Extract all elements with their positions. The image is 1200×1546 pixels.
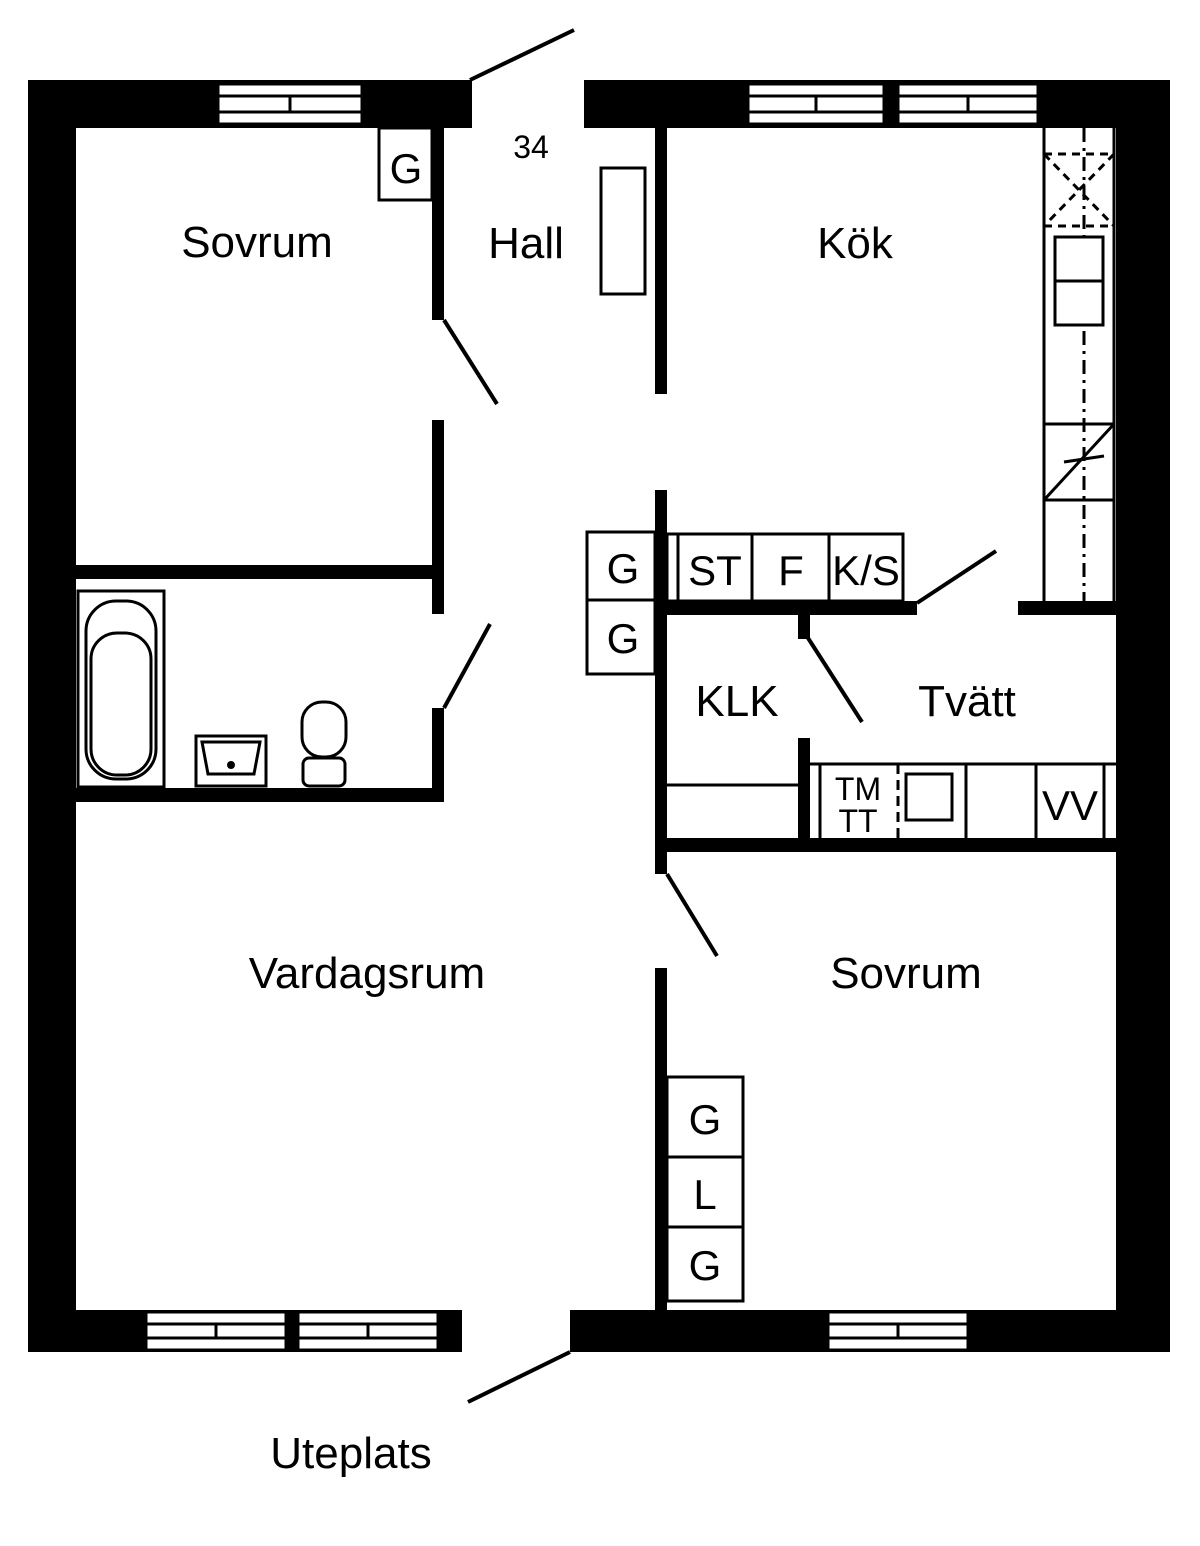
kitchen-counter [1042, 128, 1116, 601]
laundry-door [915, 549, 998, 605]
entrance-door [469, 28, 575, 82]
window-top-right-2 [896, 82, 1040, 126]
windows [144, 82, 1040, 1352]
hall-closets [585, 530, 657, 676]
room-label-patio: Uteplats [270, 1429, 431, 1478]
toilet [300, 700, 348, 759]
window-top-left [216, 82, 364, 126]
fixture-label-wardrobe-bedroom-1: G [689, 1096, 722, 1143]
patio-door [467, 1350, 571, 1404]
fixture-label-linen-closet: L [693, 1171, 716, 1218]
laundry-counter [810, 762, 1116, 838]
fixture-label-vv: VV [1042, 782, 1098, 829]
apartment-number: 34 [513, 129, 549, 165]
room-label-klk: KLK [695, 677, 778, 726]
bedroom-closets [665, 1075, 745, 1303]
room-label-laundry: Tvätt [918, 677, 1016, 726]
kitchen-appliances [665, 532, 905, 603]
room-label-bedroom-top: Sovrum [181, 218, 333, 267]
labels: 34 Sovrum Hall Kök KLK Tvätt Vardagsrum … [181, 129, 1098, 1478]
fixture-label-wardrobe-hall-2: G [607, 615, 640, 662]
bedroom-door [442, 318, 499, 406]
window-top-right-1 [746, 82, 886, 126]
room-label-living-room: Vardagsrum [249, 949, 485, 998]
window-bottom-left-1 [144, 1310, 288, 1352]
room-label-bedroom-bottom: Sovrum [830, 949, 982, 998]
room-label-hall: Hall [488, 219, 564, 268]
bedroom-bottom-door [665, 872, 719, 958]
fixture-label-stove: ST [688, 547, 742, 594]
room-label-kitchen: Kök [817, 219, 894, 268]
fixture-label-wardrobe-bedroom-2: G [689, 1242, 722, 1289]
interior-walls [76, 128, 1116, 1310]
hall-shelf [599, 166, 647, 296]
window-bottom-left-2 [296, 1310, 440, 1352]
window-bottom-right [826, 1310, 970, 1352]
fixture-label-wardrobe-hall-1: G [607, 545, 640, 592]
wardrobe-bedroom-top [377, 126, 434, 202]
fixture-label-tm: TM [835, 771, 881, 807]
fixture-label-fridge-freezer: K/S [832, 547, 900, 594]
bathroom [76, 589, 348, 789]
fixture-label-freezer: F [778, 547, 804, 594]
bathroom-door [442, 623, 492, 709]
klk-door [806, 636, 864, 724]
fixture-label-wardrobe-bedroom-top: G [390, 145, 423, 192]
fixture-label-tt: TT [838, 803, 877, 839]
door-swings [442, 28, 998, 1404]
